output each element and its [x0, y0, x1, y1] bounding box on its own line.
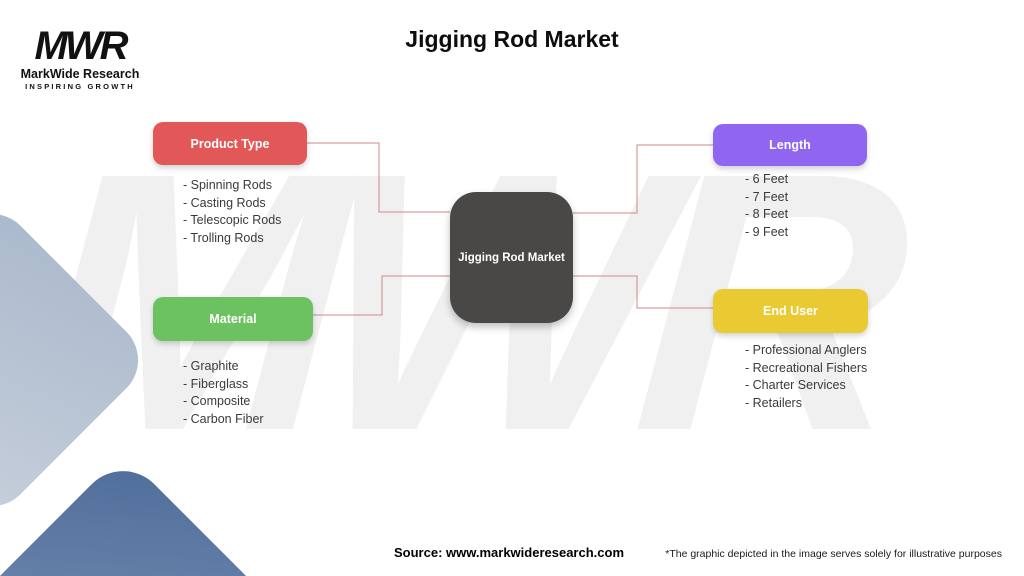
logo-mark-icon: MWR: [34, 24, 129, 68]
connector-length: [573, 144, 713, 214]
item-list-end-user: - Professional Anglers - Recreational Fi…: [745, 342, 867, 412]
item-list-material: - Graphite - Fiberglass - Composite - Ca…: [183, 358, 264, 428]
company-logo: MWR MarkWide Research INSPIRING GROWTH: [20, 26, 140, 91]
central-node-jigging-rod-market: Jigging Rod Market: [450, 192, 573, 323]
source-text: Source: www.markwideresearch.com: [394, 545, 625, 560]
list-item: - 7 Feet: [745, 189, 789, 204]
item-list-length: - 6 Feet - 7 Feet - 8 Feet - 9 Feet: [745, 171, 788, 241]
logo-company-name: MarkWide Research: [20, 67, 140, 81]
connector-material: [313, 275, 450, 316]
connector-end-user: [573, 275, 713, 309]
list-item: - Telescopic Rods: [183, 213, 282, 227]
branch-box-end-user: End User: [713, 289, 868, 333]
branch-label-end-user: End User: [763, 304, 818, 318]
branch-label-material: Material: [209, 312, 257, 326]
item-list-product-type: - Spinning Rods - Casting Rods - Telesco…: [183, 177, 281, 247]
list-item: - Graphite: [183, 359, 239, 373]
connector-product-type: [307, 142, 450, 213]
list-item: - Carbon Fiber: [183, 411, 264, 426]
logo-tagline: INSPIRING GROWTH: [25, 82, 135, 91]
list-item: - Recreational Fishers: [745, 360, 868, 375]
page-title: Jigging Rod Market: [405, 26, 619, 52]
list-item: - 6 Feet: [745, 172, 789, 186]
list-item: - Charter Services: [745, 378, 846, 392]
disclaimer-text: *The graphic depicted in the image serve…: [665, 548, 1002, 560]
list-item: - 9 Feet: [745, 224, 789, 239]
branch-box-length: Length: [713, 124, 867, 166]
list-item: - Trolling Rods: [183, 230, 264, 245]
list-item: - Composite: [183, 394, 251, 408]
branch-label-length: Length: [769, 138, 811, 152]
list-item: - Casting Rods: [183, 195, 266, 210]
list-item: - Spinning Rods: [183, 178, 272, 192]
list-item: - Retailers: [745, 395, 802, 410]
branch-box-material: Material: [153, 297, 313, 341]
list-item: - Professional Anglers: [745, 343, 867, 357]
branch-box-product-type: Product Type: [153, 122, 307, 165]
central-node-label: Jigging Rod Market: [458, 251, 565, 264]
branch-label-product-type: Product Type: [190, 136, 270, 151]
list-item: - 8 Feet: [745, 207, 789, 221]
list-item: - Fiberglass: [183, 376, 249, 391]
